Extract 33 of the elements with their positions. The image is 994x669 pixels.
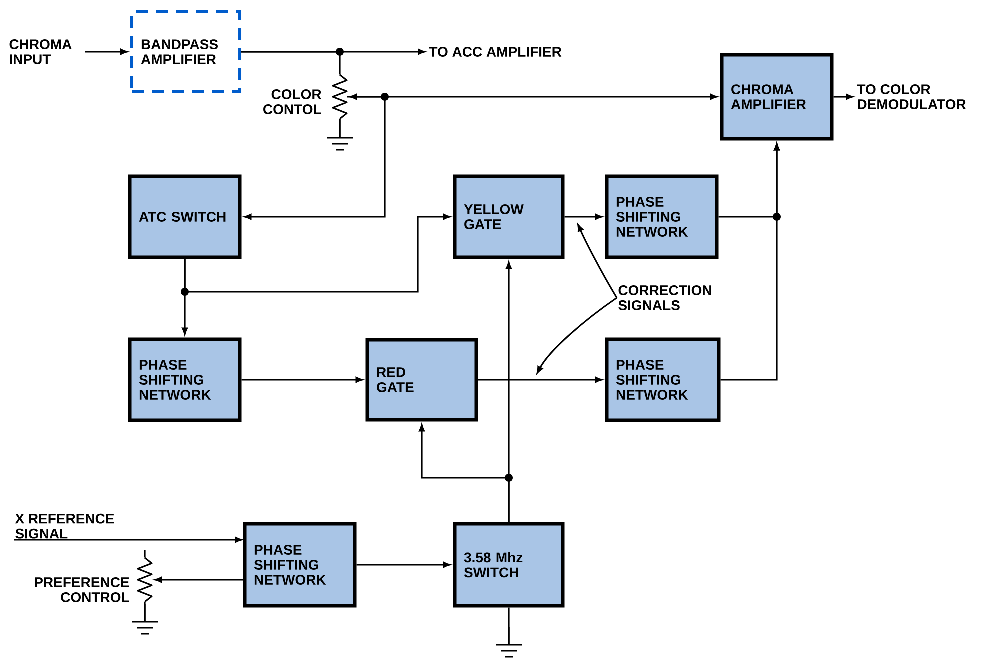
- block-box: PHASE SHIFTING NETWORK: [128, 338, 242, 422]
- signal-label: CHROMA INPUT: [10, 40, 72, 64]
- arrow: [350, 94, 718, 100]
- signal-label: X REFERENCE SIGNAL: [15, 514, 114, 539]
- control-label: PREFERENCE CONTROL: [35, 578, 130, 602]
- signal-label: CORRECTION SIGNALS: [618, 286, 712, 310]
- block-box: CHROMA AMPLIFIER: [720, 53, 834, 141]
- signal-label: TO COLOR DEMODULATOR: [857, 84, 966, 110]
- arrow: [720, 143, 780, 381]
- arrow: [419, 424, 510, 522]
- arrow: [85, 49, 128, 55]
- resistor-symbol: [332, 74, 348, 120]
- arrow: [184, 214, 451, 293]
- arrow: [834, 94, 854, 100]
- block-box: 3.58 Mhz SWITCH: [453, 522, 565, 608]
- block-box: PHASE SHIFTING NETWORK: [243, 522, 357, 608]
- arrow: [242, 377, 364, 383]
- leader-line: [536, 297, 618, 374]
- arrow: [154, 577, 245, 583]
- arrow: [244, 96, 386, 220]
- arrow: [478, 377, 603, 383]
- arrow: [14, 537, 242, 543]
- control-label: COLOR CONTOL: [264, 90, 322, 114]
- block-box: YELLOW GATE: [453, 174, 565, 260]
- block-box: PHASE SHIFTING NETWORK: [605, 174, 719, 260]
- arrow: [356, 562, 451, 568]
- arrow: [564, 214, 603, 220]
- signal-label: TO ACC AMPLIFIER: [429, 47, 562, 57]
- block-box: PHASE SHIFTING NETWORK: [605, 338, 721, 422]
- block-box: ATC SWITCH: [128, 174, 242, 260]
- block-box: RED GATE: [366, 338, 478, 422]
- leader-line: [578, 224, 618, 298]
- block-box: BANDPASS AMPLIFIER: [130, 10, 242, 94]
